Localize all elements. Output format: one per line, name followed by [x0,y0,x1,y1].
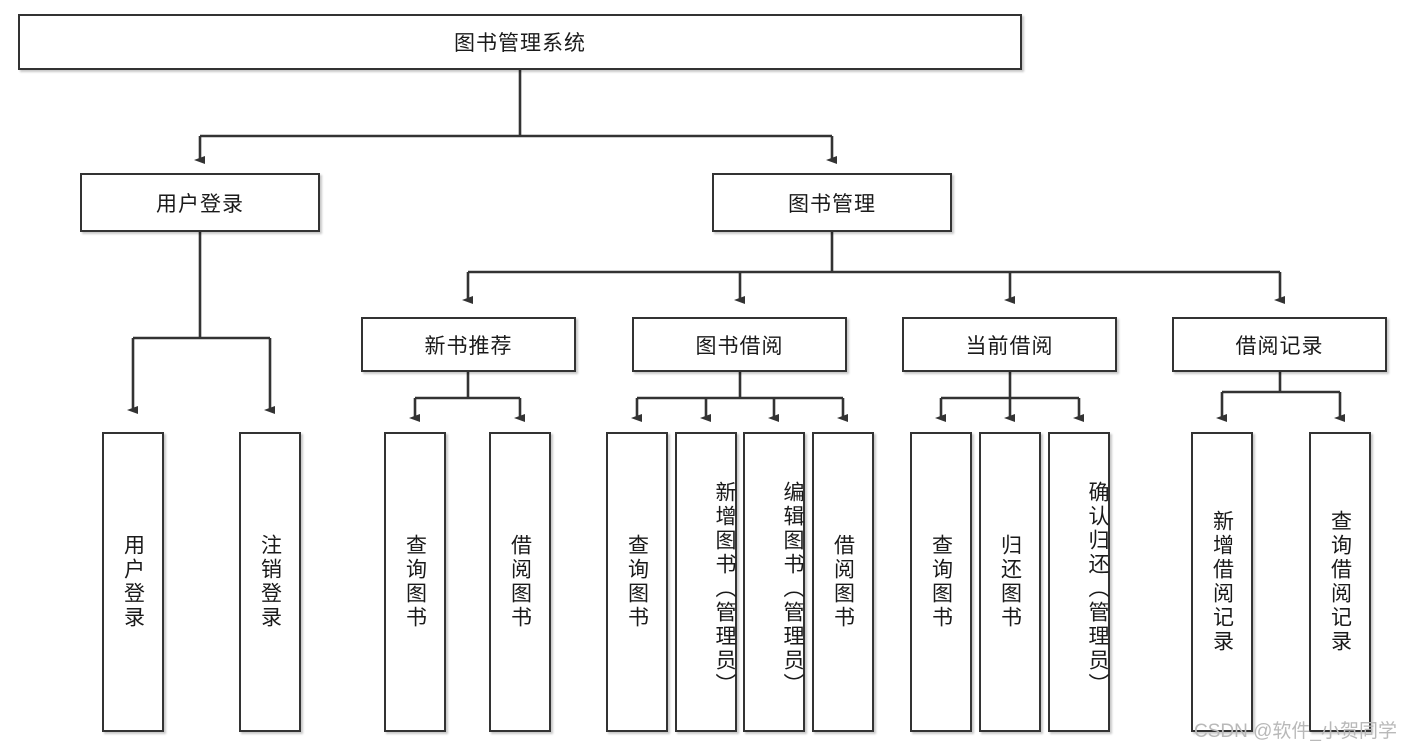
node-leaf-confirm-return[interactable]: 确认归还（管理员） [1048,432,1110,732]
node-book-borrow[interactable]: 图书借阅 [632,317,847,372]
node-borrow-record[interactable]: 借阅记录 [1172,317,1387,372]
node-root[interactable]: 图书管理系统 [18,14,1022,70]
node-leaf-return-book-label: 归还图书 [998,534,1022,630]
node-leaf-borrow-book-1-label: 借阅图书 [508,534,532,630]
node-book-management-label: 图书管理 [788,192,876,216]
node-leaf-borrow-book-2[interactable]: 借阅图书 [812,432,874,732]
node-leaf-user-login[interactable]: 用户登录 [102,432,164,732]
node-leaf-return-book[interactable]: 归还图书 [979,432,1041,732]
node-new-book-recommend[interactable]: 新书推荐 [361,317,576,372]
node-leaf-query-book-3[interactable]: 查询图书 [910,432,972,732]
node-leaf-logout[interactable]: 注销登录 [239,432,301,732]
node-book-management[interactable]: 图书管理 [712,173,952,232]
node-leaf-edit-book[interactable]: 编辑图书（管理员） [743,432,805,732]
node-leaf-edit-book-label: 编辑图书（管理员） [781,481,804,697]
node-leaf-add-book[interactable]: 新增图书（管理员） [675,432,737,732]
node-current-borrow[interactable]: 当前借阅 [902,317,1117,372]
node-leaf-add-book-label: 新增图书（管理员） [713,481,736,697]
node-leaf-query-record-label: 查询借阅记录 [1328,510,1352,654]
node-leaf-borrow-book-2-label: 借阅图书 [831,534,855,630]
node-leaf-user-login-label: 用户登录 [121,534,145,630]
node-leaf-query-record[interactable]: 查询借阅记录 [1309,432,1371,732]
node-user-login[interactable]: 用户登录 [80,173,320,232]
node-root-label: 图书管理系统 [454,32,586,55]
node-borrow-record-label: 借阅记录 [1235,334,1324,358]
node-leaf-borrow-book-1[interactable]: 借阅图书 [489,432,551,732]
node-leaf-query-book-2[interactable]: 查询图书 [606,432,668,732]
node-leaf-query-book-2-label: 查询图书 [625,534,649,630]
node-leaf-query-book-1-label: 查询图书 [403,534,427,630]
node-leaf-logout-label: 注销登录 [258,534,282,630]
node-leaf-confirm-return-label: 确认归还（管理员） [1086,481,1109,697]
node-current-borrow-label: 当前借阅 [965,334,1054,358]
node-leaf-query-book-3-label: 查询图书 [929,534,953,630]
node-book-borrow-label: 图书借阅 [695,334,784,358]
node-new-book-recommend-label: 新书推荐 [424,334,513,358]
node-leaf-add-record-label: 新增借阅记录 [1210,510,1234,654]
node-user-login-label: 用户登录 [156,192,244,216]
node-leaf-add-record[interactable]: 新增借阅记录 [1191,432,1253,732]
node-leaf-query-book-1[interactable]: 查询图书 [384,432,446,732]
